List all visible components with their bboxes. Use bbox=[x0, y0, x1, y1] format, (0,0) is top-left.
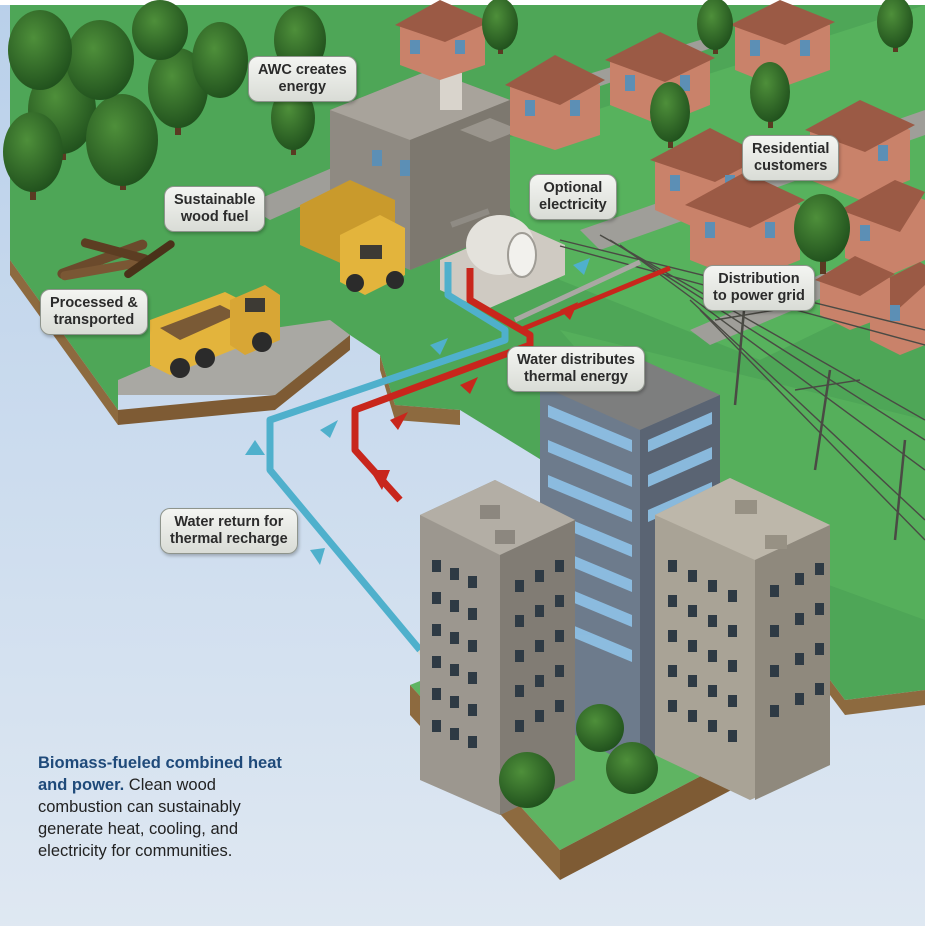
wood-logs bbox=[57, 238, 175, 281]
callout-line: thermal energy bbox=[523, 369, 628, 385]
loader-truck bbox=[300, 180, 405, 295]
callout-line: Residential bbox=[752, 141, 830, 157]
callout-line: transported bbox=[53, 312, 135, 328]
left-building bbox=[420, 480, 575, 815]
dump-truck bbox=[150, 285, 280, 378]
callout-line: Processed & bbox=[50, 295, 138, 311]
callout-line: to power grid bbox=[713, 288, 805, 304]
hot-water-pipe bbox=[351, 268, 534, 503]
residential-houses bbox=[395, 0, 925, 355]
city-trees bbox=[499, 704, 658, 808]
callout-awc-creates-energy: AWC creates energy bbox=[248, 56, 357, 102]
callout-distribution-power-grid: Distribution to power grid bbox=[703, 265, 815, 311]
callout-water-distributes: Water distributes thermal energy bbox=[507, 346, 645, 392]
callout-line: electricity bbox=[539, 197, 607, 213]
callout-line: Sustainable bbox=[174, 192, 256, 208]
callout-water-return: Water return for thermal recharge bbox=[160, 508, 298, 554]
water-return-pipe bbox=[266, 262, 509, 653]
callout-line: Water distributes bbox=[517, 352, 635, 368]
callout-line: Water return for bbox=[174, 514, 284, 530]
callout-line: energy bbox=[278, 79, 327, 95]
caption-body: Clean wood combustion can sustainably ge… bbox=[38, 776, 241, 860]
callout-line: customers bbox=[754, 158, 828, 174]
callout-line: Distribution bbox=[718, 271, 800, 287]
cold-arrows bbox=[245, 258, 590, 565]
callout-line: Optional bbox=[543, 180, 603, 196]
callout-residential-customers: Residential customers bbox=[742, 135, 840, 181]
callout-optional-electricity: Optional electricity bbox=[529, 174, 617, 220]
hot-arrows bbox=[370, 302, 578, 490]
right-building bbox=[655, 478, 830, 800]
caption-title: Biomass-fueled combined heat and power. bbox=[38, 754, 282, 794]
callout-sustainable-wood-fuel: Sustainable wood fuel bbox=[164, 186, 266, 232]
village-trees bbox=[482, 0, 913, 274]
callout-line: thermal recharge bbox=[170, 531, 288, 547]
figure-caption: Biomass-fueled combined heat and power. … bbox=[38, 752, 300, 862]
callout-line: AWC creates bbox=[258, 62, 347, 78]
callout-processed-transported: Processed & transported bbox=[40, 289, 148, 335]
callout-line: wood fuel bbox=[180, 209, 249, 225]
